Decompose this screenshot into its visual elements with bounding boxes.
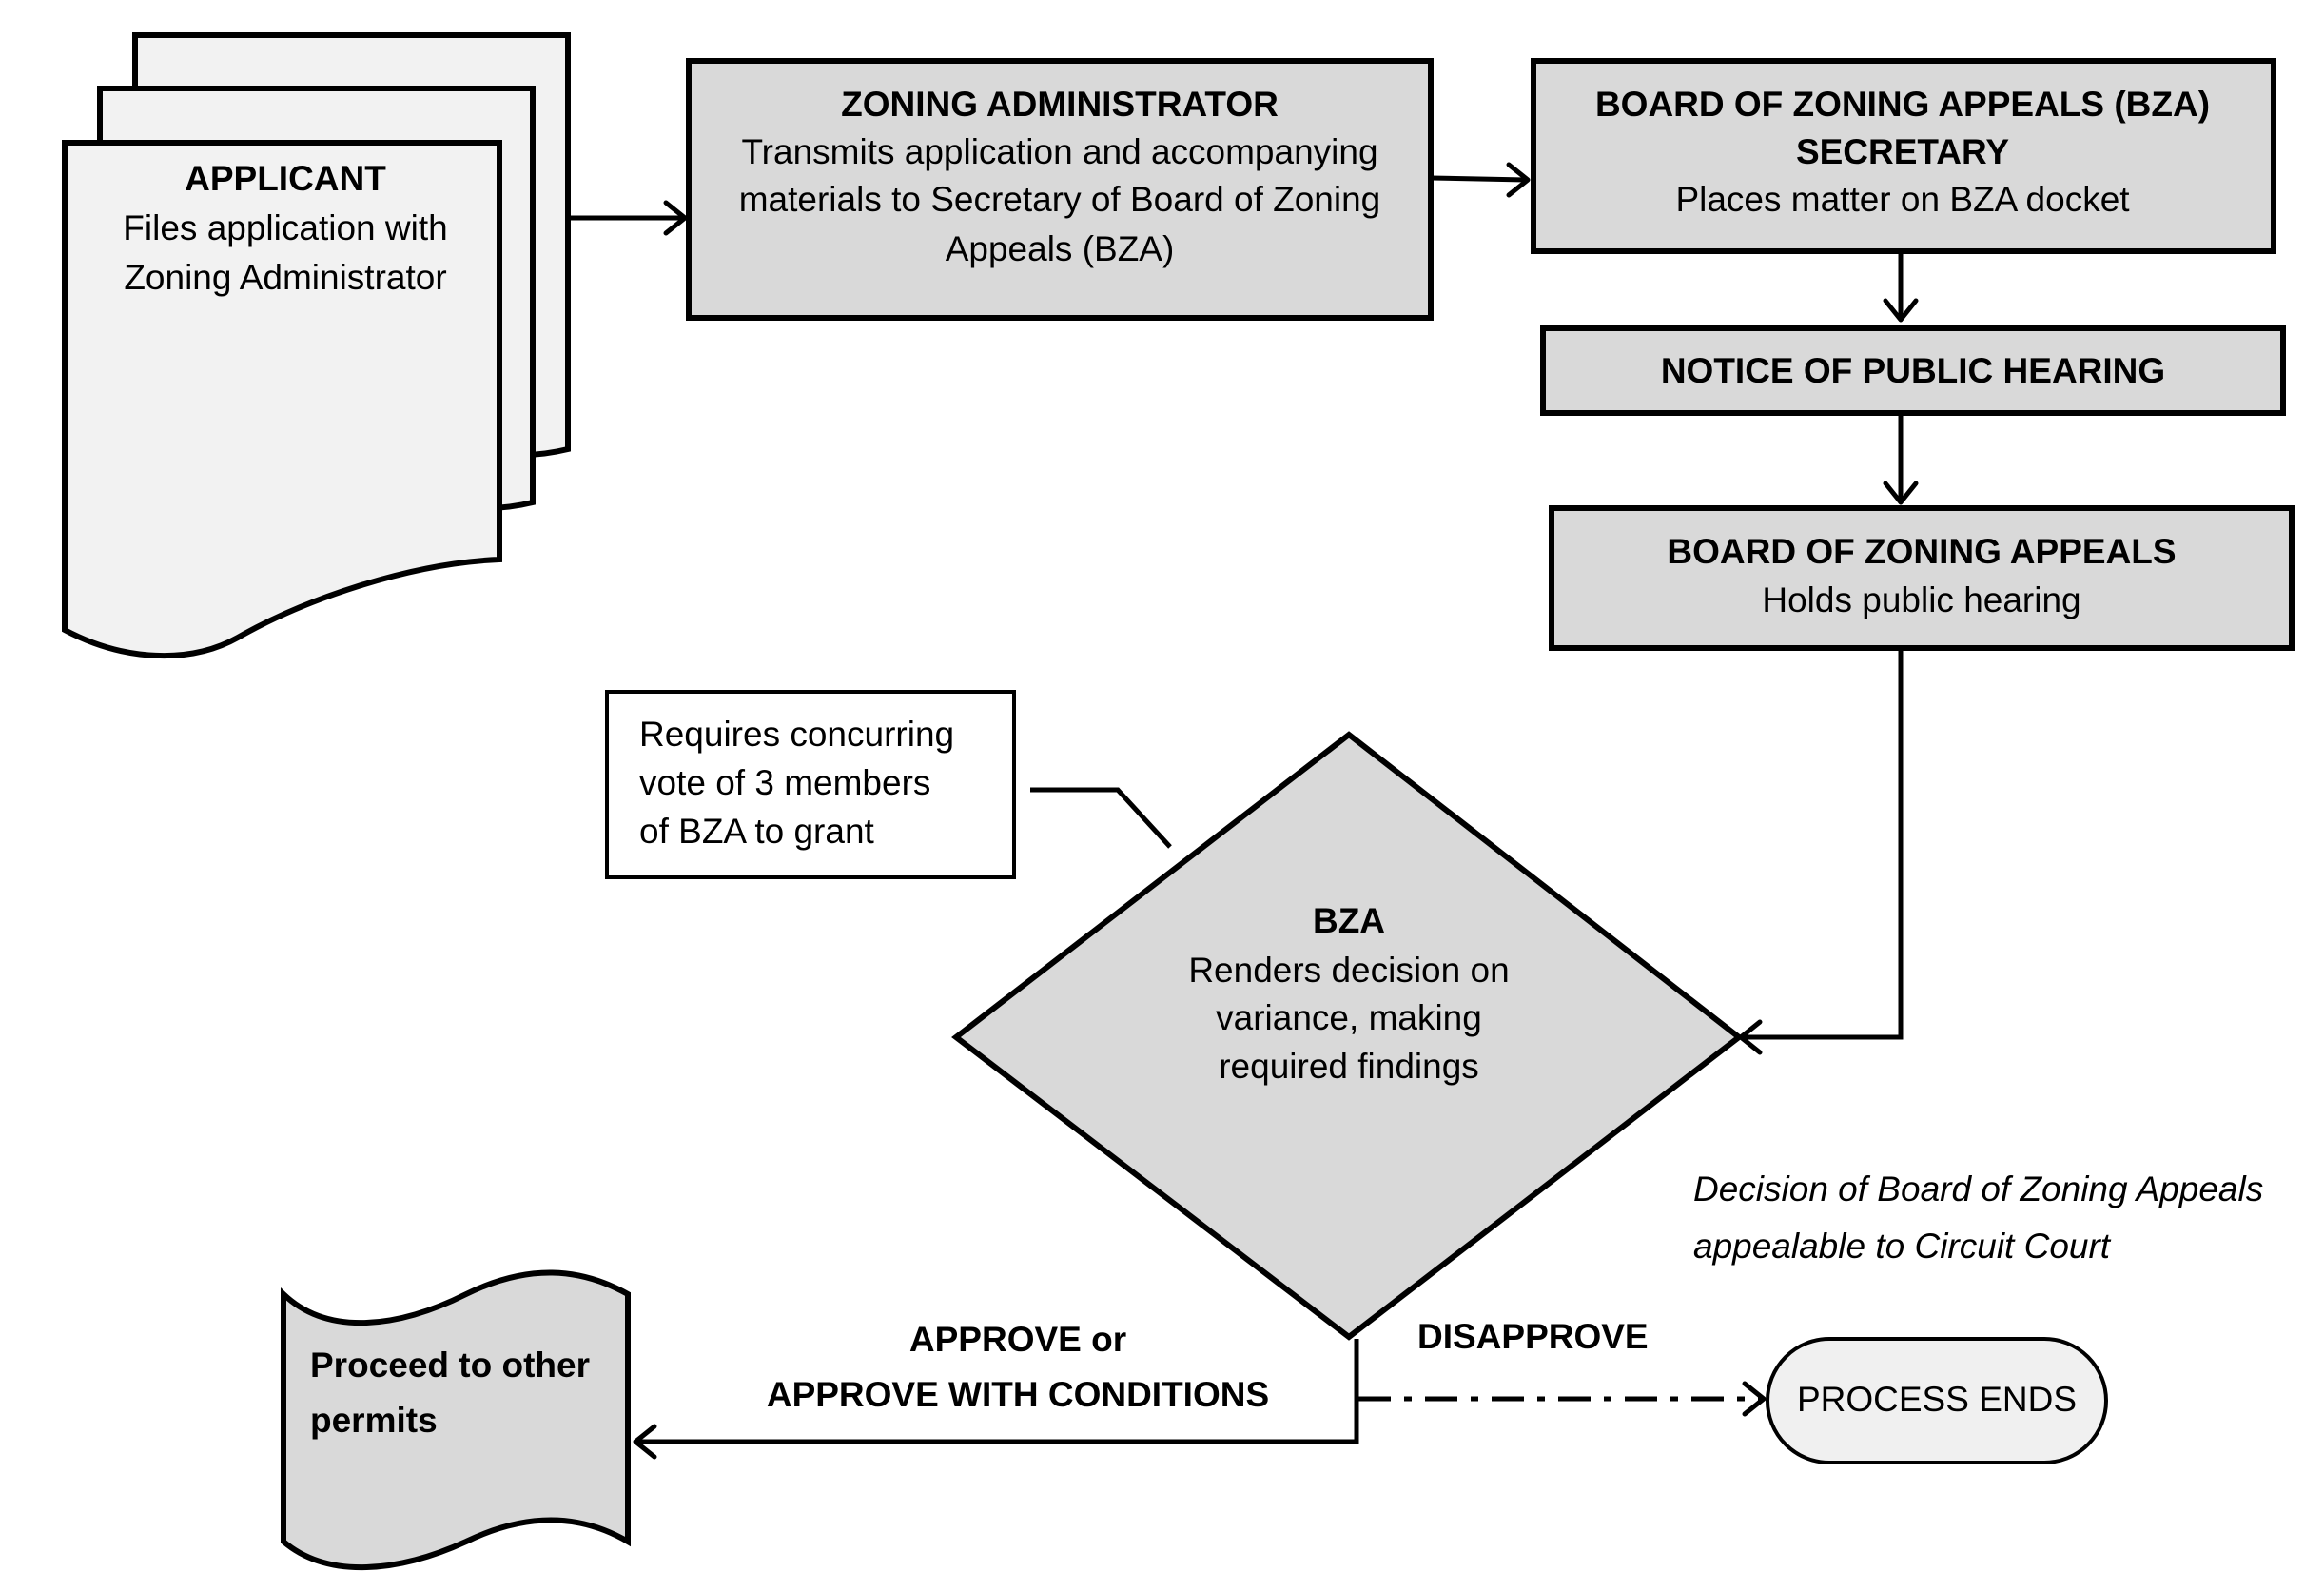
arrow-notice-to-hearing xyxy=(1883,415,1919,505)
vote-note: Requires concurring vote of 3 members of… xyxy=(605,690,1172,879)
vote-note-line1: Requires concurring xyxy=(639,715,954,754)
applicant-line1: Files application with xyxy=(123,208,447,247)
process-ends-label: PROCESS ENDS xyxy=(1797,1380,2077,1419)
zoning-administrator-line3: Appeals (BZA) xyxy=(946,229,1175,268)
notice-box xyxy=(1540,325,2286,416)
zoning-administrator-node: ZONING ADMINISTRATOR Transmits applicati… xyxy=(686,58,1434,321)
bza-secretary-line1: Places matter on BZA docket xyxy=(1675,180,2130,219)
bza-hearing-title: BOARD OF ZONING APPEALS xyxy=(1667,532,2176,571)
proceed-shape xyxy=(281,1269,631,1571)
arrow-administrator-to-secretary xyxy=(1431,162,1531,198)
proceed-node: Proceed to other permits xyxy=(281,1269,631,1571)
applicant-document-front xyxy=(62,140,502,659)
bza-hearing-line1: Holds public hearing xyxy=(1762,580,2080,619)
disapprove-label: DISAPPROVE xyxy=(1417,1317,1649,1356)
vote-note-connector xyxy=(1030,787,1172,849)
bza-secretary-title-line2: SECRETARY xyxy=(1796,132,2009,171)
notice-node: NOTICE OF PUBLIC HEARING xyxy=(1540,325,2286,416)
proceed-line1: Proceed to other xyxy=(310,1346,590,1385)
bza-decision-line1: Renders decision on xyxy=(1188,951,1509,990)
zoning-administrator-line1: Transmits application and accompanying xyxy=(741,132,1377,171)
vote-note-box xyxy=(605,690,1016,879)
bza-decision-line3: required findings xyxy=(1219,1047,1479,1086)
process-ends-terminal xyxy=(1766,1337,2108,1464)
bza-secretary-title-line1: BOARD OF ZONING APPEALS (BZA) xyxy=(1595,85,2210,124)
bza-decision-node: BZA Renders decision on variance, making… xyxy=(951,731,1744,1341)
bza-decision-diamond xyxy=(951,731,1744,1341)
bza-decision-title: BZA xyxy=(1313,901,1385,940)
applicant-node: APPLICANT Files application with Zoning … xyxy=(62,32,571,659)
vote-note-line3: of BZA to grant xyxy=(639,812,875,851)
appeal-note: Decision of Board of Zoning Appeals appe… xyxy=(1693,1169,2263,1266)
vote-note-line2: vote of 3 members xyxy=(639,763,930,802)
arrow-hearing-to-decision xyxy=(1738,650,1904,1055)
notice-title: NOTICE OF PUBLIC HEARING xyxy=(1661,351,2165,390)
zoning-administrator-line2: materials to Secretary of Board of Zonin… xyxy=(739,180,1381,219)
applicant-line2: Zoning Administrator xyxy=(124,258,446,297)
zoning-administrator-box xyxy=(686,58,1434,321)
approve-label-line1: APPROVE or xyxy=(909,1320,1126,1359)
applicant-title: APPLICANT xyxy=(185,159,386,198)
zoning-administrator-title: ZONING ADMINISTRATOR xyxy=(841,85,1279,124)
process-ends-node: PROCESS ENDS xyxy=(1766,1337,2108,1464)
bza-secretary-node: BOARD OF ZONING APPEALS (BZA) SECRETARY … xyxy=(1531,58,2276,254)
bza-decision-line2: variance, making xyxy=(1216,998,1482,1037)
bza-hearing-box xyxy=(1549,505,2295,651)
bza-secretary-box xyxy=(1531,58,2276,254)
bza-hearing-node: BOARD OF ZONING APPEALS Holds public hea… xyxy=(1549,505,2295,651)
proceed-line2: permits xyxy=(310,1401,438,1440)
approve-branch-label: APPROVE or APPROVE WITH CONDITIONS xyxy=(767,1320,1269,1414)
arrow-secretary-to-notice xyxy=(1883,253,1919,323)
appeal-note-line1: Decision of Board of Zoning Appeals xyxy=(1693,1169,2263,1208)
arrow-decision-to-proceed xyxy=(633,1339,1359,1460)
approve-label-line2: APPROVE WITH CONDITIONS xyxy=(767,1375,1269,1414)
arrow-decision-to-end xyxy=(1358,1381,1767,1417)
arrow-applicant-to-administrator xyxy=(569,200,688,236)
appeal-note-line2: appealable to Circuit Court xyxy=(1693,1227,2112,1266)
